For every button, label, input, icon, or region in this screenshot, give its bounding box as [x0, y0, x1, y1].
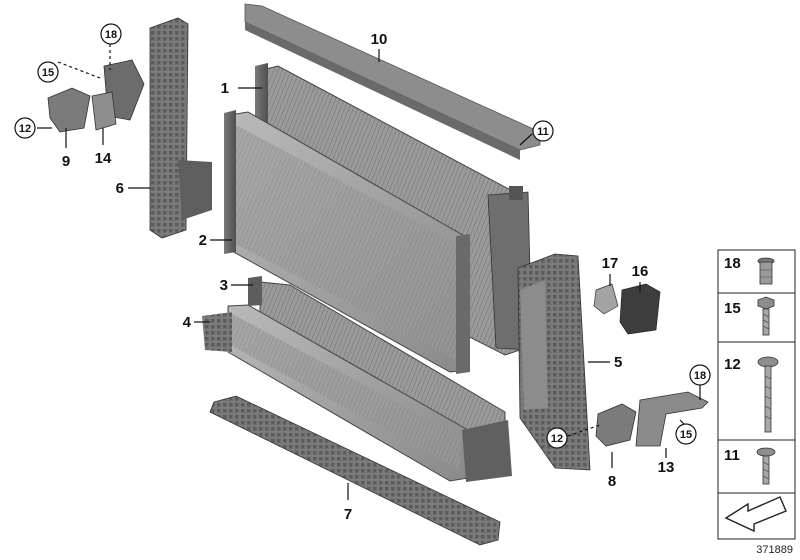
fastener-label-12: 12: [724, 356, 741, 373]
callout-3: 3: [220, 277, 228, 294]
long-screw-icon: [757, 356, 779, 433]
callout-13: 13: [658, 459, 675, 476]
left-air-guide-part: [149, 17, 212, 239]
small-parts-16-17: [593, 283, 661, 335]
svg-text:11: 11: [537, 126, 549, 138]
callout-8: 8: [608, 473, 616, 490]
callout-10: 10: [371, 31, 388, 48]
lower-air-guide-part: [209, 395, 501, 546]
circled-callout-18-right: 18: [689, 364, 711, 386]
svg-text:12: 12: [19, 123, 31, 135]
callout-2: 2: [199, 232, 207, 249]
top-cover-part: [244, 3, 541, 160]
fastener-row-12: 12: [724, 356, 779, 433]
svg-text:12: 12: [551, 433, 563, 445]
fastener-row-11: 11: [724, 447, 776, 485]
circled-callout-11: 11: [532, 120, 554, 142]
fastener-label-18: 18: [724, 255, 741, 272]
circled-callout-12-right: 12: [546, 427, 568, 449]
svg-text:18: 18: [105, 29, 117, 41]
callout-labels: 1 2 3 4 5 6 7 8 9 10 13 14 16 17: [62, 31, 675, 523]
upper-left-brackets: [47, 59, 145, 133]
svg-text:15: 15: [42, 67, 54, 79]
fastener-label-15: 15: [724, 300, 741, 317]
rivet-nut-icon: [757, 257, 775, 285]
direction-arrow-icon: [724, 496, 787, 533]
circled-callout-15-right: 15: [675, 423, 697, 445]
callout-14: 14: [95, 150, 112, 167]
fastener-label-11: 11: [724, 447, 740, 464]
diagram-id: 371889: [756, 544, 793, 556]
main-radiator-part: [224, 110, 470, 374]
right-air-guide-part: [517, 253, 591, 471]
circled-callouts: 18 15 12 11 12 18 15: [14, 23, 711, 449]
short-screw-icon: [756, 447, 776, 485]
callout-9: 9: [62, 153, 70, 170]
circled-callout-18-top: 18: [100, 23, 122, 45]
svg-text:15: 15: [680, 429, 692, 441]
fastener-row-18: 18: [724, 255, 775, 285]
callout-16: 16: [632, 263, 649, 280]
callout-6: 6: [116, 180, 124, 197]
fastener-panel: 18 15 12 11: [717, 249, 796, 540]
callout-1: 1: [221, 80, 229, 97]
circled-callout-15-top: 15: [37, 61, 59, 83]
hex-screw-icon: [757, 296, 775, 336]
lower-cooler-part: [202, 276, 512, 482]
leader-lines: [37, 44, 701, 500]
callout-7: 7: [344, 506, 352, 523]
lower-right-brackets: [595, 391, 709, 447]
svg-text:18: 18: [694, 370, 706, 382]
callout-17: 17: [602, 255, 619, 272]
fastener-row-15: 15: [724, 296, 775, 336]
circled-callout-12-left: 12: [14, 117, 36, 139]
callout-4: 4: [183, 314, 192, 331]
callout-5: 5: [614, 354, 622, 371]
